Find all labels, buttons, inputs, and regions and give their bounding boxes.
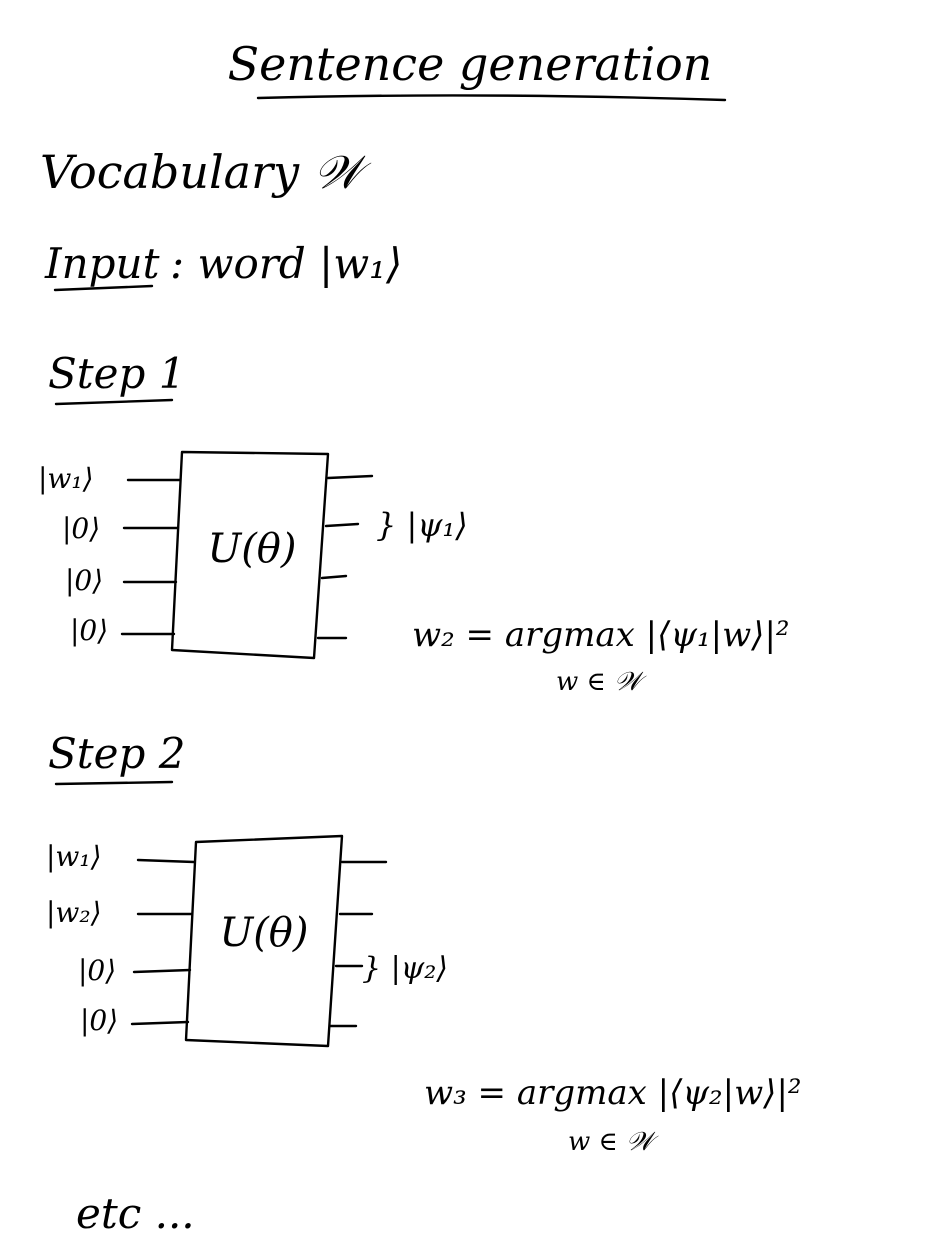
- etc-text: etc ...: [76, 1189, 195, 1238]
- vocabulary-line: Vocabulary 𝒲: [40, 145, 372, 199]
- step2-output-state: } |ψ₂⟩: [362, 951, 448, 986]
- step1-output-wire-1: [326, 474, 374, 480]
- step1-gate-box: [170, 450, 330, 660]
- input-word: : word |w₁⟩: [170, 239, 402, 288]
- step1-circuit: U(θ) |w₁⟩ |0⟩ |0⟩ |0⟩ } |ψ₁⟩: [38, 450, 468, 660]
- step2-formula: w₃ = argmax |⟨ψ₂|w⟩|²: [424, 1073, 802, 1113]
- title-underline: [256, 94, 727, 102]
- step1-input-3: |0⟩: [65, 564, 103, 597]
- step1-gate-label: U(θ): [207, 526, 296, 572]
- step2-gate-box: [184, 834, 344, 1048]
- page-title: Sentence generation: [228, 37, 713, 91]
- step2-input-2: |w₂⟩: [46, 896, 102, 929]
- step1-input-2: |0⟩: [62, 512, 100, 545]
- step1-formula: w₂ = argmax |⟨ψ₁|w⟩|²: [412, 615, 790, 655]
- step2-heading: Step 2: [48, 729, 185, 778]
- step1-underline: [54, 398, 174, 406]
- step1-heading: Step 1: [48, 349, 185, 398]
- input-label: Input: [44, 239, 160, 288]
- step2-input-wire-4: [130, 1020, 190, 1026]
- input-underline: [53, 284, 154, 292]
- step2-underline: [54, 780, 174, 786]
- step1-input-1: |w₁⟩: [38, 462, 94, 495]
- step1-output-wire-3: [320, 574, 348, 580]
- step1-output-wire-2: [324, 522, 360, 528]
- step2-gate-label: U(θ): [219, 910, 308, 956]
- step2-input-wire-3: [132, 968, 192, 974]
- step2-input-4: |0⟩: [80, 1004, 118, 1037]
- step1-input-4: |0⟩: [70, 614, 108, 647]
- step2-input-1: |w₁⟩: [46, 840, 102, 873]
- step2-circuit: U(θ) |w₁⟩ |w₂⟩ |0⟩ |0⟩ } |ψ₂⟩: [46, 834, 448, 1048]
- step2-formula-subscript: w ∈ 𝒲: [568, 1127, 659, 1157]
- step2-input-wire-1: [136, 858, 196, 864]
- step1-formula-subscript: w ∈ 𝒲: [556, 667, 647, 697]
- step2-input-3: |0⟩: [78, 954, 116, 987]
- step1-output-state: } |ψ₁⟩: [376, 506, 468, 544]
